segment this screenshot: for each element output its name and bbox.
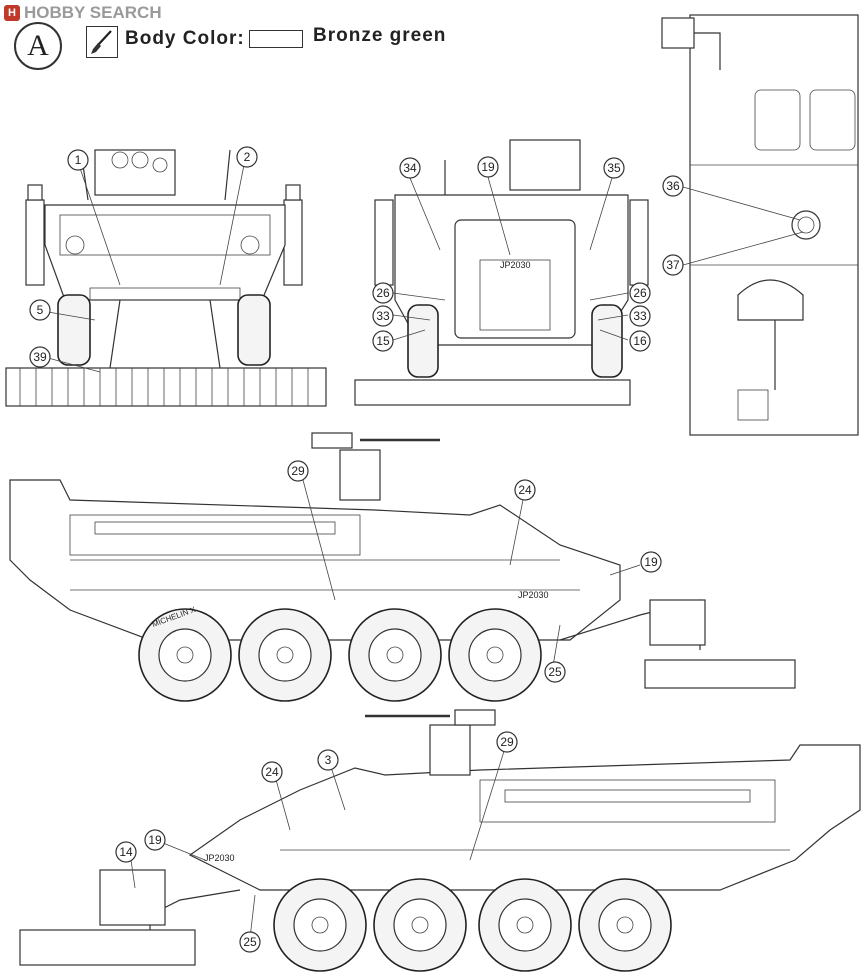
svg-text:39: 39 [33,350,47,364]
hull-detail-view [661,14,859,436]
svg-text:1: 1 [75,153,82,167]
svg-text:29: 29 [291,464,305,478]
callout-15: 15 [372,330,394,352]
svg-text:36: 36 [666,179,680,193]
svg-text:14: 14 [119,845,133,859]
callout-29-side2: 29 [496,731,518,753]
svg-text:26: 26 [376,286,390,300]
svg-text:3: 3 [325,753,332,767]
svg-text:19: 19 [481,160,495,174]
body-color-label: Body Color: [125,28,245,49]
svg-text:24: 24 [265,765,279,779]
svg-text:19: 19 [148,833,162,847]
hobby-search-logo-icon: H [4,5,20,21]
callout-37: 37 [662,254,684,276]
callout-24-side1: 24 [514,479,536,501]
svg-text:34: 34 [403,161,417,175]
svg-text:35: 35 [607,161,621,175]
callout-2: 2 [236,146,258,168]
callout-19-side1: 19 [640,551,662,573]
callout-24-side2: 24 [261,761,283,783]
callout-leader-lines [47,164,804,939]
callout-29-side1: 29 [287,460,309,482]
side-plate-marking-2: JP2030 [204,853,235,863]
body-color-name: Bronze green [313,25,447,46]
svg-text:19: 19 [644,555,658,569]
callout-14: 14 [115,841,137,863]
svg-text:26: 26 [633,286,647,300]
side-view-right [19,709,861,972]
callout-25-side1: 25 [544,661,566,683]
svg-text:2: 2 [244,150,251,164]
callout-1: 1 [67,149,89,171]
svg-text:25: 25 [243,935,257,949]
watermark-text: HOBBY SEARCH [24,3,162,22]
callout-33-left: 33 [372,305,394,327]
callout-39: 39 [29,346,51,368]
side-plate-marking: JP2030 [518,590,549,600]
svg-text:25: 25 [548,665,562,679]
callout-26-right: 26 [629,282,651,304]
callout-26-left: 26 [372,282,394,304]
callout-19-rear: 19 [477,156,499,178]
callout-19-side2: 19 [144,829,166,851]
callout-16: 16 [629,330,651,352]
svg-text:16: 16 [633,334,647,348]
callout-36: 36 [662,175,684,197]
rear-view [354,139,649,406]
svg-text:33: 33 [376,309,390,323]
svg-text:15: 15 [376,334,390,348]
callout-25-side2: 25 [239,931,261,953]
paint-brush-icon [86,26,118,58]
svg-text:24: 24 [518,483,532,497]
callout-3: 3 [317,749,339,771]
step-letter-badge: A [14,22,62,70]
callout-5: 5 [29,299,51,321]
hobby-search-watermark: H HOBBY SEARCH [4,3,162,23]
callout-35: 35 [603,157,625,179]
svg-text:29: 29 [500,735,514,749]
side-view-left [9,432,796,702]
front-view [5,149,327,407]
svg-text:5: 5 [37,303,44,317]
rear-plate-marking: JP2030 [500,260,531,270]
svg-text:33: 33 [633,309,647,323]
svg-text:37: 37 [666,258,680,272]
callout-34: 34 [399,157,421,179]
color-swatch [249,30,303,48]
callout-33-right: 33 [629,305,651,327]
